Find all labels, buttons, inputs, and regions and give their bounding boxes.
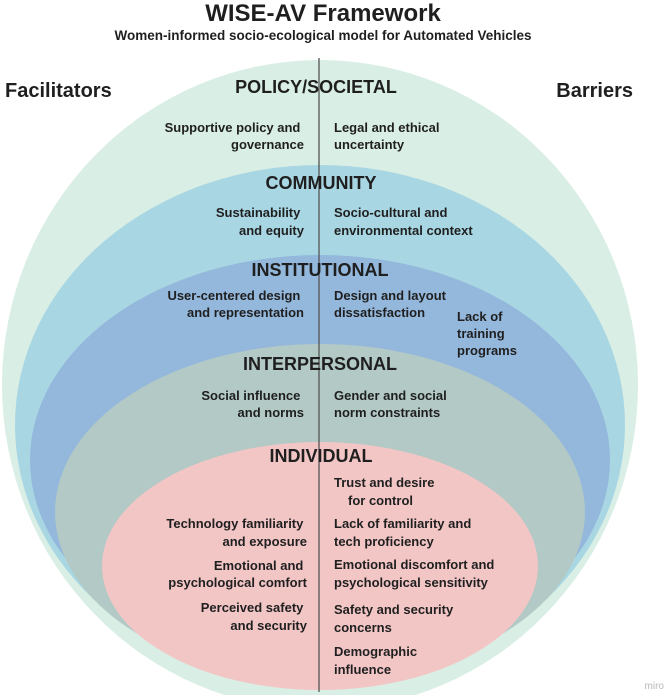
individual-facilitator-2-line-2: psychological comfort [168,575,307,590]
institutional-barrier-2-line-2: training [457,326,505,341]
institutional-barrier-1-line-2: dissatisfaction [334,305,425,320]
individual-barrier-4: Safety and security concerns [334,602,457,635]
community-facilitator-1: Sustainability and equity [216,205,305,238]
individual-facilitator-1-line-1: Technology familiarity [166,516,304,531]
institutional-barrier-2-line-1: Lack of [457,309,503,324]
community-barrier-1-line-1: Socio-cultural and [334,205,447,220]
individual-barrier-3-line-1: Emotional discomfort and [334,557,494,572]
institutional-facilitator-1: User-centered design and representation [167,288,304,320]
individual-barrier-1-line-2: for control [348,493,413,508]
community-barrier-1: Socio-cultural and environmental context [334,205,473,238]
individual-facilitator-3-line-2: and security [230,618,307,633]
individual-facilitator-3: Perceived safety and security [201,600,308,633]
individual-barrier-2: Lack of familiarity and tech proficiency [334,516,475,549]
policy-facilitator-1-line-2: governance [231,137,304,152]
individual-facilitator-3-line-1: Perceived safety [201,600,304,615]
layer-community-title: COMMUNITY [266,173,377,193]
interpersonal-barrier-1-line-1: Gender and social [334,388,447,403]
barriers-label: Barriers [556,80,633,102]
institutional-barrier-1-line-1: Design and layout [334,288,447,303]
layer-institutional-title: INSTITUTIONAL [252,260,389,280]
individual-barrier-1-line-1: Trust and desire [334,475,434,490]
community-facilitator-1-line-2: and equity [239,223,305,238]
diagram-title: WISE-AV Framework [205,0,441,27]
layer-shapes [2,60,638,695]
policy-barrier-1-line-2: uncertainty [334,137,405,152]
layer-individual-shape [102,442,538,690]
individual-barrier-2-line-2: tech proficiency [334,534,434,549]
individual-facilitator-2: Emotional and psychological comfort [168,558,307,590]
individual-barrier-1: Trust and desire for control [334,475,438,508]
individual-facilitator-2-line-1: Emotional and [214,558,304,573]
individual-barrier-5: Demographic influence [334,644,421,677]
individual-barrier-3: Emotional discomfort and psychological s… [334,557,498,590]
community-barrier-1-line-2: environmental context [334,223,473,238]
institutional-barrier-1: Design and layout dissatisfaction [334,288,450,320]
institutional-barrier-2: Lack of training programs [457,309,517,358]
individual-facilitator-1-line-2: and exposure [222,534,307,549]
interpersonal-barrier-1-line-2: norm constraints [334,405,440,420]
institutional-barrier-2-line-3: programs [457,343,517,358]
layer-interpersonal-title: INTERPERSONAL [243,354,397,374]
facilitators-label: Facilitators [5,80,112,102]
interpersonal-facilitator-1: Social influence and norms [201,388,304,420]
policy-facilitator-1-line-1: Supportive policy and [165,120,301,135]
individual-facilitator-1: Technology familiarity and exposure [166,516,307,549]
individual-barrier-5-line-1: Demographic [334,644,417,659]
institutional-facilitator-1-line-2: and representation [187,305,304,320]
interpersonal-facilitator-1-line-2: and norms [238,405,304,420]
interpersonal-facilitator-1-line-1: Social influence [201,388,300,403]
individual-barrier-5-line-2: influence [334,662,391,677]
individual-barrier-3-line-2: psychological sensitivity [334,575,489,590]
policy-facilitator-1: Supportive policy and governance [165,120,304,152]
miro-watermark: miro [645,681,665,692]
individual-barrier-4-line-1: Safety and security [334,602,454,617]
individual-barrier-4-line-2: concerns [334,620,392,635]
layer-policy-title: POLICY/SOCIETAL [235,77,397,97]
community-facilitator-1-line-1: Sustainability [216,205,301,220]
individual-barrier-2-line-1: Lack of familiarity and [334,516,471,531]
policy-barrier-1-line-1: Legal and ethical [334,120,439,135]
policy-barrier-1: Legal and ethical uncertainty [334,120,443,152]
interpersonal-barrier-1: Gender and social norm constraints [334,388,450,420]
institutional-facilitator-1-line-1: User-centered design [167,288,300,303]
diagram-subtitle: Women-informed socio-ecological model fo… [114,28,531,43]
layer-individual-title: INDIVIDUAL [270,446,373,466]
